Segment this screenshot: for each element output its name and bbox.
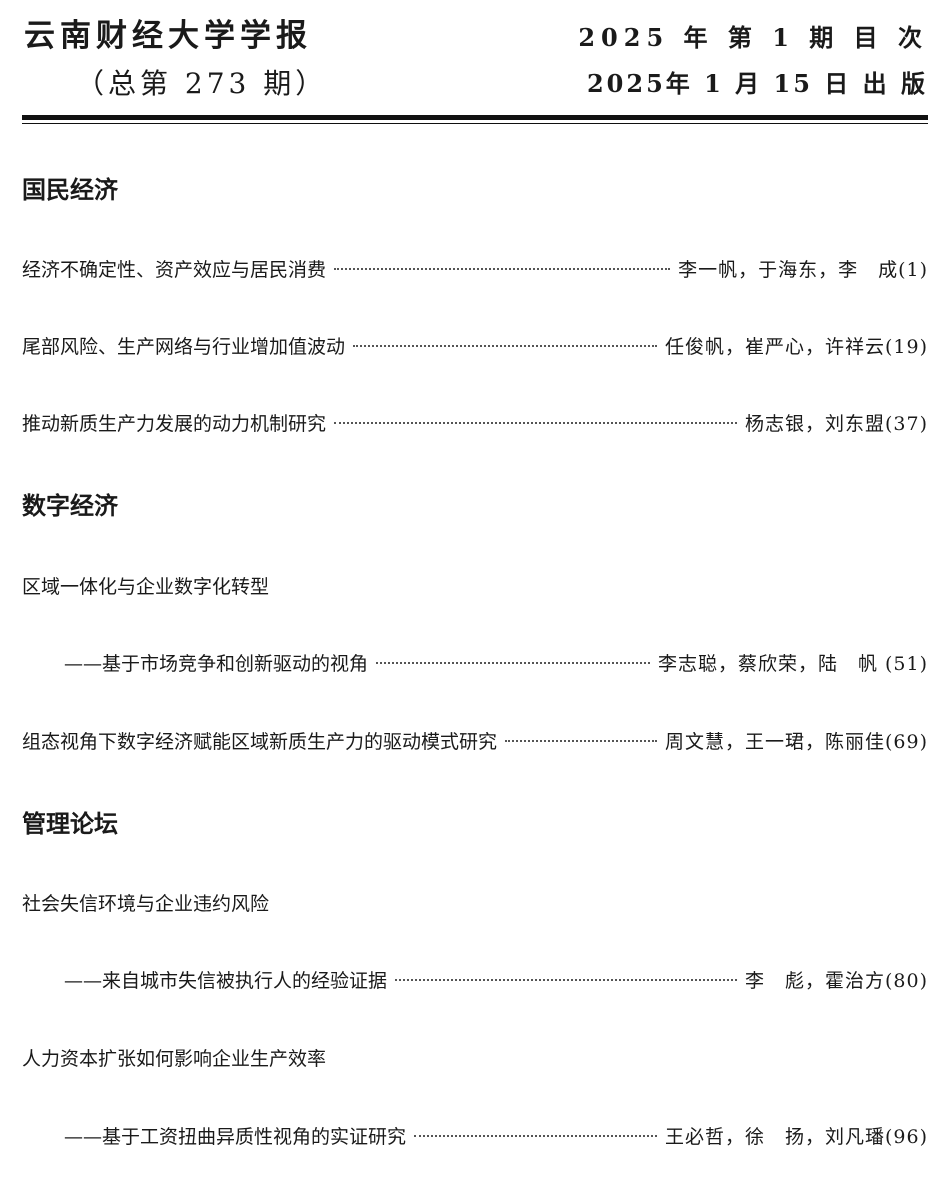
article-title: 尾部风险、生产网络与行业增加值波动	[22, 336, 346, 358]
toc-entry[interactable]: ——基于工资扭曲异质性视角的实证研究 王必哲，徐 扬，刘凡璠(96)	[22, 1123, 928, 1151]
dot-leader	[353, 345, 657, 347]
article-authors-page: 李 彪，霍治方(80)	[744, 970, 928, 992]
issue-total-number: （总第 273 期）	[76, 67, 328, 100]
issue-info: 2025 年 第 1 期 目 次 2025年 1 月 15 日 出 版	[578, 18, 928, 104]
article-authors-page: 杨志银，刘东盟(37)	[744, 413, 928, 435]
toc-entry[interactable]: 推动新质生产力发展的动力机制研究 杨志银，刘东盟(37)	[22, 410, 928, 438]
header-rule-thin	[22, 123, 928, 124]
article-title[interactable]: 社会失信环境与企业违约风险	[22, 893, 270, 915]
toc-entry[interactable]: ——来自城市失信被执行人的经验证据 李 彪，霍治方(80)	[22, 967, 928, 995]
dot-leader	[395, 979, 737, 981]
article-title: 经济不确定性、资产效应与居民消费	[22, 259, 327, 281]
article-title[interactable]: 人力资本扩张如何影响企业生产效率	[22, 1048, 327, 1070]
header-rule-thick	[22, 115, 928, 120]
article-subtitle: ——来自城市失信被执行人的经验证据	[64, 970, 388, 992]
toc-entry[interactable]: 组态视角下数字经济赋能区域新质生产力的驱动模式研究 周文慧，王一珺，陈丽佳(69…	[22, 728, 928, 756]
article-title[interactable]: 区域一体化与企业数字化转型	[22, 576, 270, 598]
issue-contents-label: 2025 年 第 1 期 目 次	[578, 23, 928, 52]
dot-leader	[334, 268, 671, 270]
dot-leader	[376, 662, 650, 664]
article-authors-page: 李志聪，蔡欣荣，陆 帆 (51)	[657, 653, 928, 675]
article-title: 组态视角下数字经济赋能区域新质生产力的驱动模式研究	[22, 731, 498, 753]
publish-date: 2025年 1 月 15 日 出 版	[586, 69, 928, 98]
article-title: 推动新质生产力发展的动力机制研究	[22, 413, 327, 435]
dot-leader	[414, 1135, 657, 1137]
section-heading-management-forum: 管理论坛	[22, 810, 118, 838]
article-authors-page: 任俊帆，崔严心，许祥云(19)	[664, 336, 928, 358]
article-authors-page: 周文慧，王一珺，陈丽佳(69)	[664, 731, 928, 753]
section-heading-digital-economy: 数字经济	[22, 492, 118, 520]
toc-entry[interactable]: 尾部风险、生产网络与行业增加值波动 任俊帆，崔严心，许祥云(19)	[22, 333, 928, 361]
toc-entry[interactable]: ——基于市场竞争和创新驱动的视角 李志聪，蔡欣荣，陆 帆 (51)	[22, 650, 928, 678]
article-authors-page: 王必哲，徐 扬，刘凡璠(96)	[664, 1126, 928, 1148]
article-authors-page: 李一帆，于海东，李 成(1)	[678, 259, 928, 281]
toc-entry[interactable]: 经济不确定性、资产效应与居民消费 李一帆，于海东，李 成(1)	[22, 256, 928, 284]
article-subtitle: ——基于市场竞争和创新驱动的视角	[64, 653, 369, 675]
section-heading-national-economy: 国民经济	[22, 176, 118, 204]
dot-leader	[334, 422, 737, 424]
journal-title: 云南财经大学学报	[24, 18, 312, 54]
dot-leader	[505, 740, 657, 742]
article-subtitle: ——基于工资扭曲异质性视角的实证研究	[64, 1126, 407, 1148]
journal-masthead: 云南财经大学学报 （总第 273 期）	[24, 14, 327, 106]
